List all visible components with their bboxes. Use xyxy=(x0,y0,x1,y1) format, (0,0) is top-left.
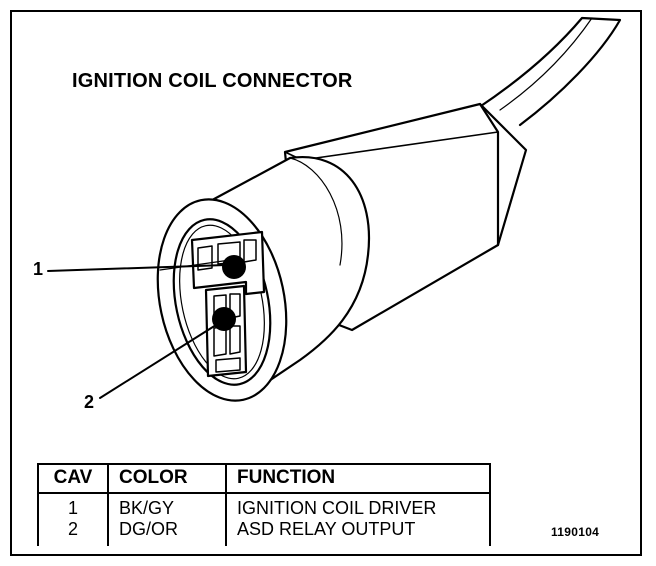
leader-line-1 xyxy=(47,264,227,272)
diagram-frame xyxy=(10,10,642,556)
callout-2-label: 2 xyxy=(84,392,95,412)
header-function: FUNCTION xyxy=(225,463,491,494)
cell-cav: 2 xyxy=(37,519,109,546)
diagram-title: IGNITION COIL CONNECTOR xyxy=(72,70,353,92)
cavity-2-terminal xyxy=(212,307,236,331)
table-row: 2 DG/OR ASD RELAY OUTPUT xyxy=(37,519,491,546)
cavity-1-terminal xyxy=(222,255,246,279)
table-row: 1 BK/GY IGNITION COIL DRIVER xyxy=(37,493,491,519)
leader-line-2 xyxy=(99,324,217,399)
cable xyxy=(476,16,622,127)
cell-function: ASD RELAY OUTPUT xyxy=(225,519,491,546)
figure-number: 1190104 xyxy=(551,525,600,539)
leader-line-1b xyxy=(159,259,231,271)
cell-color: DG/OR xyxy=(107,519,227,546)
cavity-table: CAV COLOR FUNCTION 1 BK/GY IGNITION COIL… xyxy=(37,463,491,546)
table-header-row: CAV COLOR FUNCTION xyxy=(37,463,491,494)
cell-color: BK/GY xyxy=(107,493,227,519)
connector-face-inner xyxy=(172,218,272,386)
cell-cav: 1 xyxy=(37,493,109,519)
callout-1-label: 1 xyxy=(33,259,44,279)
cell-function: IGNITION COIL DRIVER xyxy=(225,493,491,519)
header-cav: CAV xyxy=(37,463,109,494)
header-color: COLOR xyxy=(107,463,227,494)
